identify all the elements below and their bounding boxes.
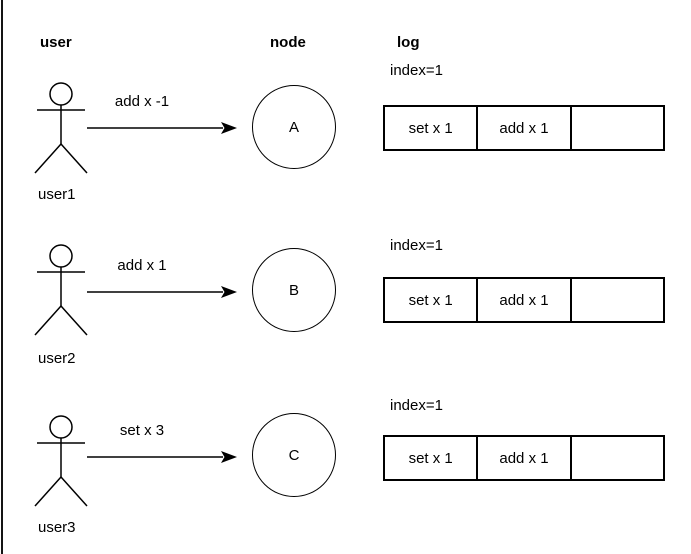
log-cell: add x 1 <box>478 437 572 479</box>
node-label: C <box>288 446 300 464</box>
node-circle: C <box>252 413 336 497</box>
user-name-label: user1 <box>38 186 76 203</box>
log-index-label: index=1 <box>390 397 443 414</box>
log-cell: set x 1 <box>385 437 479 479</box>
request-message-label: add x 1 <box>117 257 167 274</box>
log-index-label: index=1 <box>390 62 443 79</box>
log-index-label: index=1 <box>390 237 443 254</box>
log-cell: add x 1 <box>478 279 572 321</box>
node-circle: B <box>252 248 336 332</box>
log-cell: set x 1 <box>385 107 479 149</box>
request-message-label: set x 3 <box>119 422 165 439</box>
stick-figure-icon <box>34 244 90 336</box>
log-cell <box>572 279 663 321</box>
node-circle: A <box>252 85 336 169</box>
node-label: A <box>288 118 299 136</box>
log-cell <box>572 437 663 479</box>
column-header-node: node <box>270 34 306 51</box>
right-arrow-icon <box>87 284 237 300</box>
right-arrow-icon <box>87 449 237 465</box>
stick-figure-icon <box>34 415 90 507</box>
page-border-left <box>1 0 3 554</box>
user-name-label: user3 <box>38 519 76 536</box>
log-cell <box>572 107 663 149</box>
column-header-user: user <box>40 34 72 51</box>
column-header-log: log <box>397 34 420 51</box>
log-table: set x 1 add x 1 <box>383 277 665 323</box>
request-message-label: add x -1 <box>114 93 170 110</box>
user-name-label: user2 <box>38 350 76 367</box>
right-arrow-icon <box>87 120 237 136</box>
node-label: B <box>288 281 299 299</box>
log-table: set x 1 add x 1 <box>383 105 665 151</box>
log-cell: set x 1 <box>385 279 479 321</box>
log-cell: add x 1 <box>478 107 572 149</box>
log-table: set x 1 add x 1 <box>383 435 665 481</box>
stick-figure-icon <box>34 82 90 174</box>
